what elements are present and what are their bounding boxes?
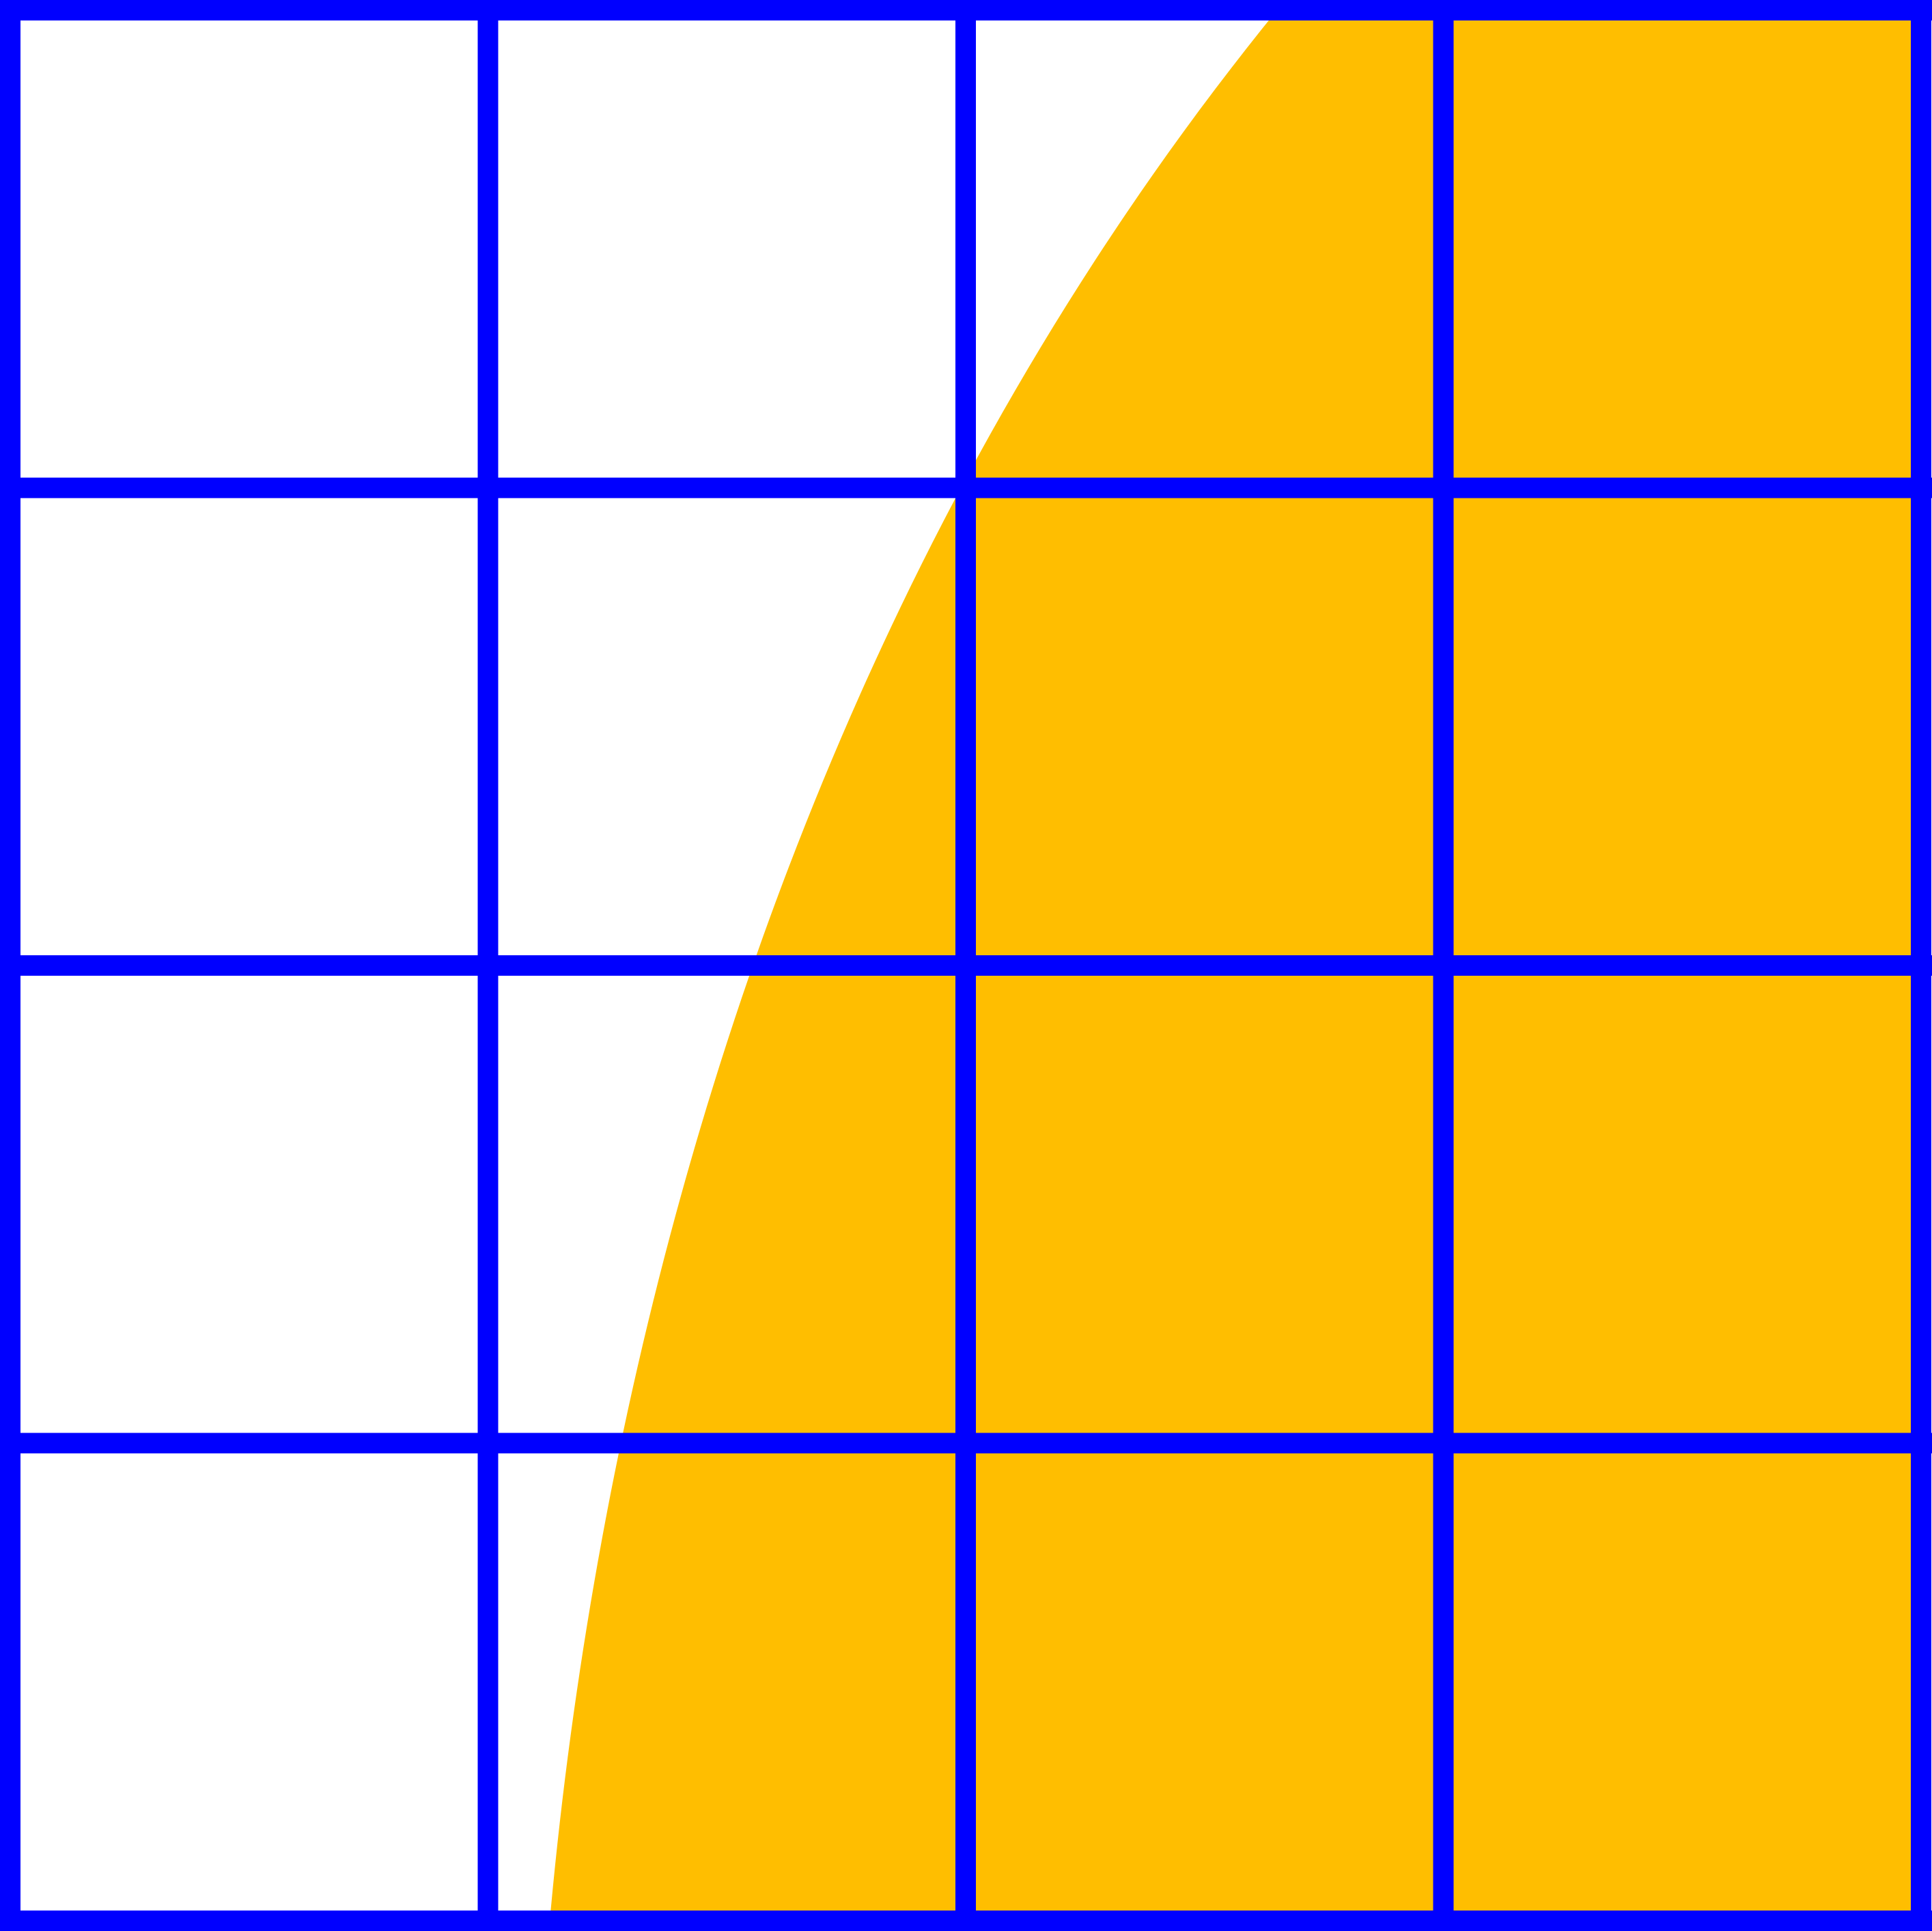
grid-lines <box>0 0 1932 1931</box>
grid-canvas <box>0 0 1932 1931</box>
